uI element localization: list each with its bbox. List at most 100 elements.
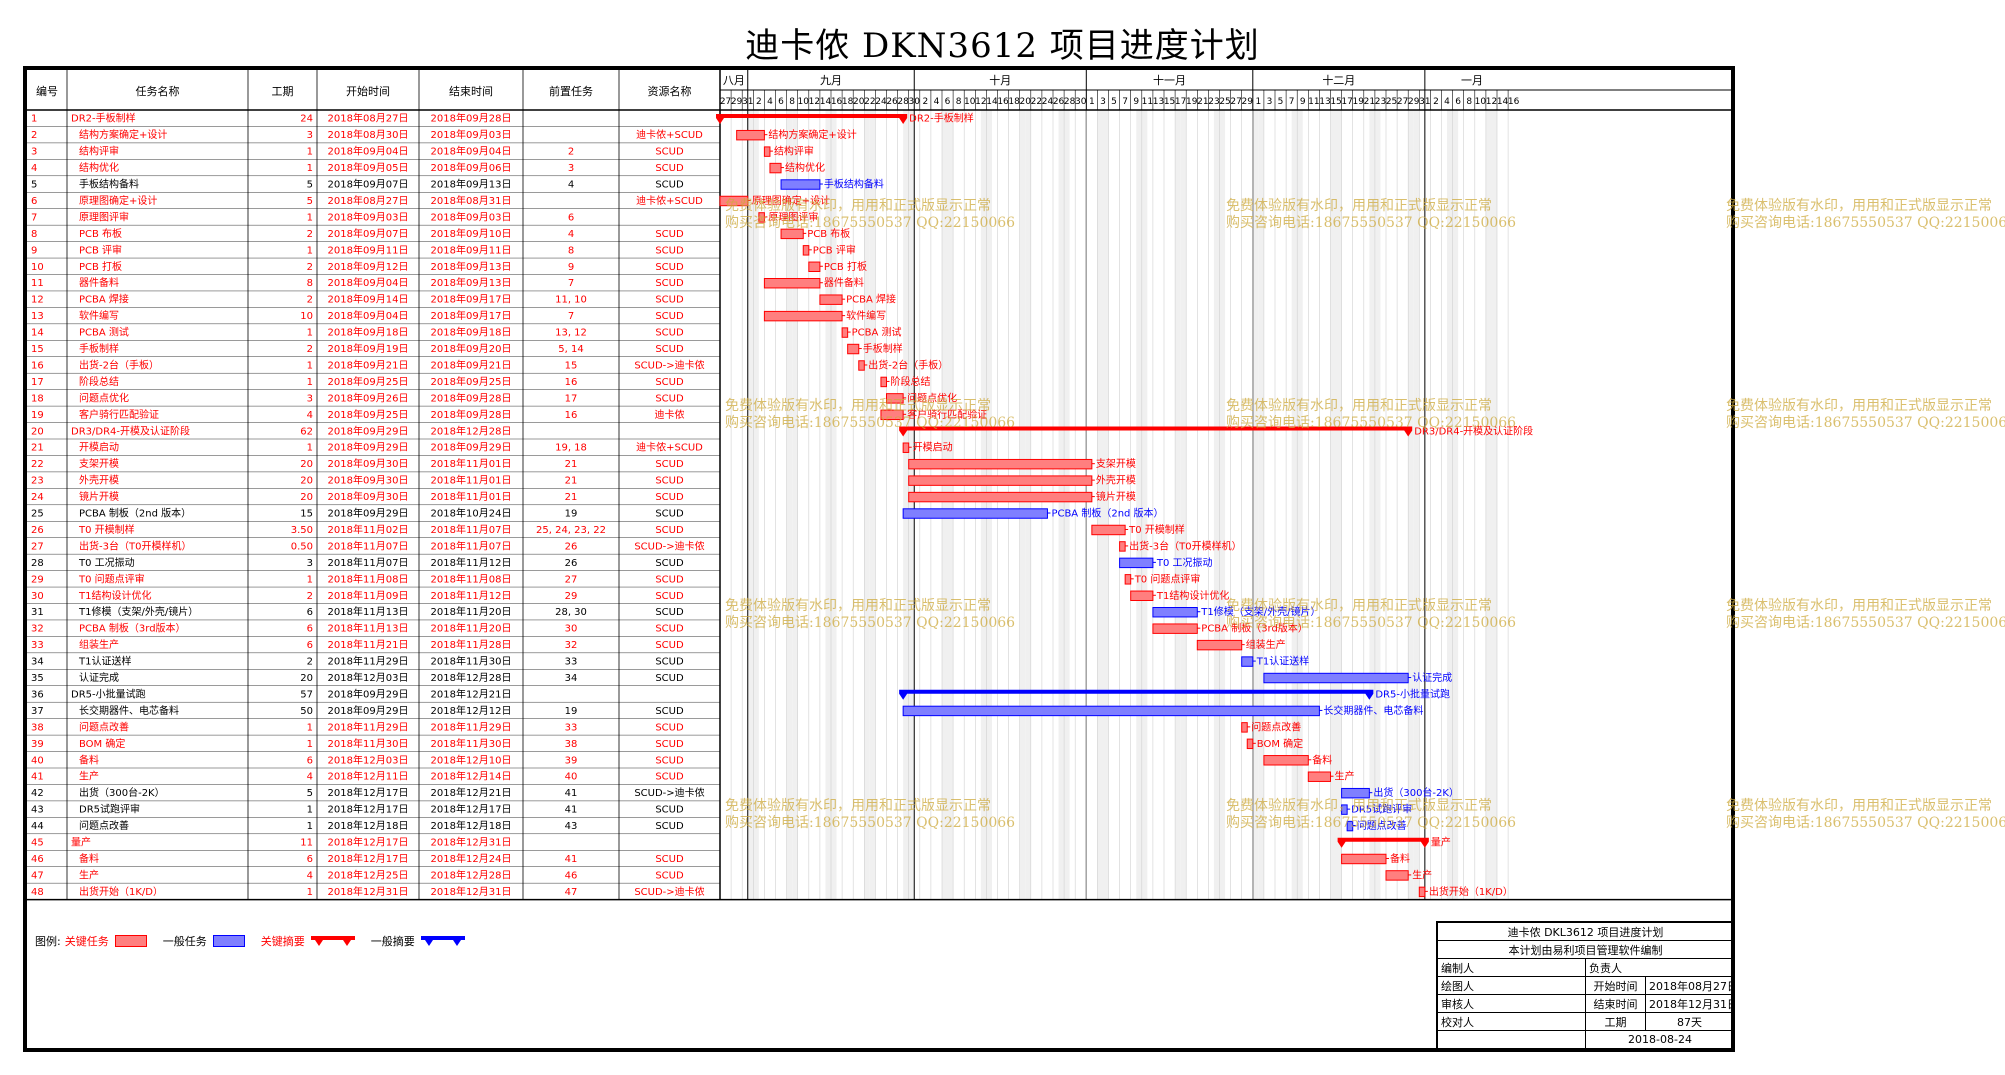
task-end: 2018年09月17日 — [431, 309, 512, 322]
task-predecessor: 19 — [565, 509, 578, 520]
task-id: 33 — [31, 640, 44, 651]
day-label: 24 — [875, 97, 887, 107]
task-bar — [1124, 574, 1132, 585]
task-name: 出货（300台-2K） — [79, 786, 165, 799]
task-resource: SCUD — [655, 393, 684, 404]
task-predecessor: 47 — [565, 887, 578, 898]
watermark: 免费体验版有水印，用用和正式版显示正常购买咨询电话:18675550537 QQ… — [1726, 198, 2005, 232]
task-predecessor: 46 — [565, 870, 578, 881]
day-label: 7 — [1289, 97, 1295, 107]
task-id: 14 — [31, 328, 44, 339]
task-id: 15 — [31, 344, 44, 355]
task-predecessor: 6 — [568, 212, 574, 223]
task-resource: 迪卡侬+SCUD — [636, 441, 703, 454]
day-label: 21 — [1364, 97, 1375, 107]
title-block-prepared: 编制人 — [1438, 959, 1586, 976]
weekend-shade — [1180, 110, 1187, 900]
task-name: 阶段总结 — [79, 375, 119, 388]
task-end: 2018年11月30日 — [431, 655, 512, 668]
task-id: 12 — [31, 295, 44, 306]
task-bar — [1130, 590, 1154, 601]
task-end: 2018年09月13日 — [431, 276, 512, 289]
task-duration: 2 — [307, 295, 313, 306]
task-name: 生产 — [79, 770, 99, 783]
watermark-line: 免费体验版有水印，用用和正式版显示正常 — [1726, 798, 1992, 814]
task-duration: 1 — [307, 147, 313, 158]
month-label: 一月 — [1461, 74, 1483, 87]
bar-label: 问题点改善 — [1251, 720, 1301, 733]
task-resource: SCUD — [655, 492, 684, 503]
task-end: 2018年10月24日 — [431, 507, 512, 520]
task-duration: 62 — [300, 426, 313, 437]
weekend-shade — [792, 110, 798, 900]
task-name: 组装生产 — [79, 638, 119, 651]
task-predecessor: 3 — [568, 163, 574, 174]
legend-normal-task-label: 一般任务 — [162, 935, 207, 948]
task-end: 2018年09月13日 — [431, 260, 512, 273]
summary-bar — [716, 114, 908, 124]
title-block-owner: 负责人 — [1586, 959, 1734, 976]
task-bar — [1263, 755, 1309, 766]
day-label: 21 — [1197, 97, 1208, 107]
task-predecessor: 21 — [565, 476, 578, 487]
day-label: 22 — [1031, 97, 1042, 107]
task-name: PCBA 测试 — [79, 326, 129, 339]
task-duration: 1 — [307, 887, 313, 898]
weekend-shade — [1452, 110, 1459, 900]
task-end: 2018年09月03日 — [431, 128, 512, 141]
weekend-shade — [864, 110, 870, 900]
task-predecessor: 7 — [568, 311, 574, 322]
task-duration: 4 — [307, 870, 313, 881]
weekend-shade — [786, 110, 793, 900]
day-label: 1 — [1089, 97, 1095, 107]
title-block-duration-label: 工期 — [1586, 1013, 1646, 1030]
day-label: 30 — [1075, 97, 1087, 107]
task-resource: SCUD — [655, 459, 684, 470]
task-bar — [1346, 820, 1354, 832]
weekend-shade — [1485, 110, 1492, 900]
watermark-line: 购买咨询电话:18675550537 QQ:22150066 — [1726, 415, 2005, 431]
task-resource: 迪卡侬+SCUD — [636, 128, 703, 141]
bar-label: 问题点改善 — [1357, 819, 1407, 832]
bar-label: DR5-小批量试跑 — [1375, 687, 1450, 700]
task-start: 2018年09月26日 — [328, 391, 409, 404]
task-end: 2018年12月21日 — [431, 786, 512, 799]
day-label: 15 — [1330, 97, 1341, 107]
task-resource: SCUD->迪卡侬 — [634, 539, 704, 552]
task-bar — [902, 705, 1320, 717]
task-start: 2018年09月30日 — [328, 474, 409, 487]
task-end: 2018年09月25日 — [431, 375, 512, 388]
task-duration: 5 — [307, 180, 313, 191]
task-end: 2018年12月10日 — [431, 753, 512, 766]
bar-label: DR2-手板制样 — [909, 112, 974, 125]
bar-label: 客户骑行匹配验证 — [907, 408, 987, 421]
bar-label: 手板制样 — [863, 342, 903, 355]
task-name: 备料 — [79, 753, 99, 766]
task-duration: 5 — [307, 196, 313, 207]
day-label: 19 — [1186, 97, 1198, 107]
task-end: 2018年09月28日 — [431, 391, 512, 404]
task-name: 生产 — [79, 868, 99, 881]
task-end: 2018年09月06日 — [431, 161, 512, 174]
task-id: 31 — [31, 607, 44, 618]
task-start: 2018年11月08日 — [328, 572, 409, 585]
task-name: 认证完成 — [79, 671, 119, 684]
task-bar — [1341, 804, 1348, 815]
day-label: 15 — [1164, 97, 1175, 107]
task-id: 27 — [31, 541, 44, 552]
task-start: 2018年09月05日 — [328, 161, 409, 174]
bar-label: 结构方案确定+设计 — [768, 128, 856, 141]
task-id: 2 — [31, 130, 37, 141]
bar-label: 结构优化 — [785, 161, 825, 174]
task-end: 2018年11月20日 — [431, 605, 512, 618]
task-duration: 1 — [307, 328, 313, 339]
task-resource: SCUD — [655, 163, 684, 174]
task-name: 原理图评审 — [79, 210, 129, 223]
task-name: 长交期器件、电芯备料 — [79, 704, 179, 717]
task-start: 2018年11月02日 — [328, 523, 409, 536]
task-resource: SCUD — [655, 673, 684, 684]
title-block-project: 迪卡侬 DKL3612 项目进度计划 — [1438, 923, 1734, 940]
task-name: T0 开模制样 — [78, 523, 135, 536]
task-id: 45 — [31, 838, 44, 849]
day-label: 4 — [767, 97, 773, 107]
